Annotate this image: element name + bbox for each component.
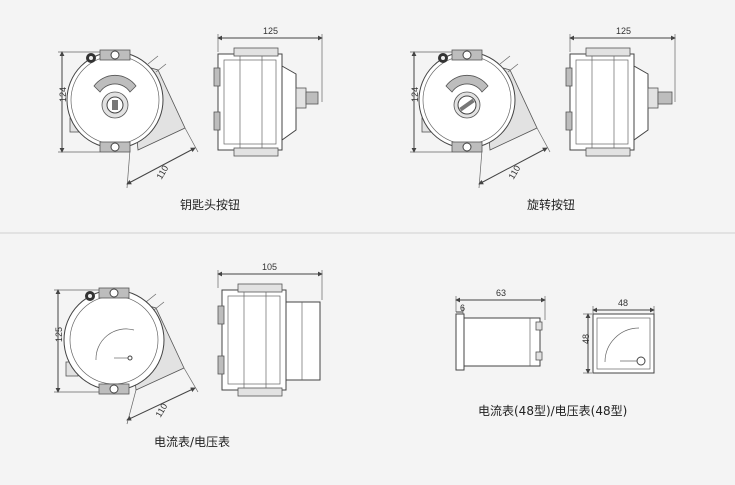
key-button-side-view — [213, 34, 323, 157]
meter48-front-view — [583, 306, 655, 374]
rb-diag-label: 110 — [507, 164, 523, 181]
m48-front-w-label: 48 — [618, 298, 628, 308]
m48-front-h-label: 48 — [581, 334, 591, 344]
rotary-button-front-view — [410, 49, 551, 189]
m48-depth-label: 63 — [496, 288, 506, 298]
m-width-label: 105 — [262, 262, 277, 272]
meter-side-view — [217, 270, 323, 397]
rb-height-label: 124 — [410, 87, 420, 102]
meter48-caption: 电流表(48型)/电压表(48型) — [478, 404, 628, 418]
rotary-button-side-view — [565, 34, 676, 157]
m-diag-label: 110 — [154, 402, 170, 419]
rb-width-label: 125 — [616, 26, 631, 36]
key-button-caption: 钥匙头按钮 — [180, 198, 241, 212]
m-height-label: 125 — [54, 327, 64, 342]
m48-offset-label: 6 — [460, 303, 465, 313]
meter-front-view — [54, 287, 199, 425]
kb-width-label: 125 — [263, 26, 278, 36]
rotary-button-caption: 旋转按钮 — [527, 198, 576, 212]
meter48-side-view — [455, 296, 546, 371]
kb-diag-label: 110 — [155, 164, 171, 181]
key-button-front-view — [58, 49, 199, 189]
meter-caption: 电流表/电压表 — [154, 435, 231, 449]
kb-height-label: 124 — [58, 87, 68, 102]
